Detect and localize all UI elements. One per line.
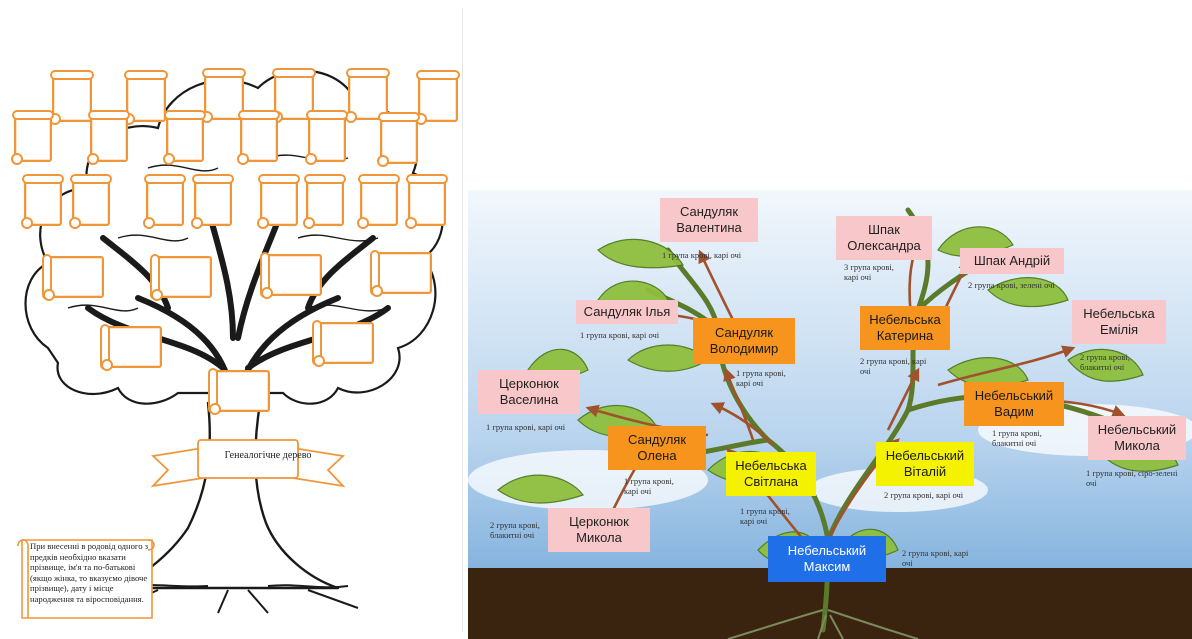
node-emiliia[interactable]: Небельська Емілія xyxy=(1072,300,1166,344)
node-olena[interactable]: Сандуляк Олена xyxy=(608,426,706,470)
node-valentyna[interactable]: Сандуляк Валентина xyxy=(660,198,758,242)
name-scroll[interactable] xyxy=(69,174,112,229)
info-mykola-ts: 2 група крові, блакитні очі xyxy=(490,520,540,540)
blank-family-tree-template: Генеалогічне дерево При внесенні в родов… xyxy=(8,8,463,632)
node-volodymyr[interactable]: Сандуляк Володимир xyxy=(693,318,795,364)
info-maksym: 2 група крові, карі очі xyxy=(902,548,969,568)
banner-title: Генеалогічне дерево xyxy=(224,450,312,461)
info-vasylyna: 1 група крові, карі очі xyxy=(486,422,566,432)
info-emiliia: 2 група крові, блакитні очі xyxy=(1080,352,1130,372)
node-vitalii[interactable]: Небельський Віталій xyxy=(876,442,974,486)
name-scroll[interactable] xyxy=(143,174,186,229)
info-olena: 1 група крові, карі очі xyxy=(624,476,674,496)
name-scroll[interactable] xyxy=(11,110,54,165)
info-valentyna: 1 група крові, карі очі xyxy=(662,250,742,260)
name-scroll[interactable] xyxy=(312,320,374,367)
name-scroll[interactable] xyxy=(303,174,346,229)
note-scroll xyxy=(17,539,155,619)
info-vitalii: 2 група крові, карі очі xyxy=(884,490,964,500)
name-scroll[interactable] xyxy=(357,174,400,229)
banner-ribbon xyxy=(150,439,346,488)
name-scroll[interactable] xyxy=(415,70,460,125)
name-scroll[interactable] xyxy=(370,250,432,297)
node-kateryna[interactable]: Небельська Катерина xyxy=(860,306,950,350)
node-andrii[interactable]: Шпак Андрій xyxy=(960,248,1064,274)
info-svitlana: 1 група крові, карі очі xyxy=(740,506,790,526)
node-vasylyna[interactable]: Церконюк Васелина xyxy=(478,370,580,414)
name-scroll[interactable] xyxy=(87,110,130,165)
node-svitlana[interactable]: Небельська Світлана xyxy=(726,452,816,496)
name-scroll[interactable] xyxy=(208,368,270,415)
info-vadym: 1 група крові, блакитні очі xyxy=(992,428,1042,448)
node-mykola-ts[interactable]: Церконюк Микола xyxy=(548,508,650,552)
name-scroll[interactable] xyxy=(201,68,246,123)
info-illia: 1 група крові, карі очі xyxy=(580,330,660,340)
filled-family-tree: Сандуляк Валентина 1 група крові, карі о… xyxy=(468,190,1192,639)
note-text: При внесенні в родовід одного з предків … xyxy=(30,541,149,604)
info-oleksandra: 3 група крові, карі очі xyxy=(844,262,894,282)
info-mykola-n: 1 група крові, сіро-зелені очі xyxy=(1086,468,1178,488)
node-maksym[interactable]: Небельський Максим xyxy=(768,536,886,582)
name-scroll[interactable] xyxy=(49,70,94,125)
info-volodymyr: 1 група крові, карі очі xyxy=(736,368,786,388)
info-andrii: 2 група крові, зелені очі xyxy=(968,280,1055,290)
name-scroll[interactable] xyxy=(260,252,322,299)
name-scroll[interactable] xyxy=(150,254,212,301)
node-illia[interactable]: Сандуляк Ілья xyxy=(576,300,678,324)
node-mykola-n[interactable]: Небельський Микола xyxy=(1088,416,1186,460)
info-kateryna: 2 група крові, карі очі xyxy=(860,356,927,376)
node-vadym[interactable]: Небельський Вадим xyxy=(964,382,1064,426)
name-scroll[interactable] xyxy=(191,174,234,229)
name-scroll[interactable] xyxy=(42,254,104,301)
name-scroll[interactable] xyxy=(377,112,420,167)
node-oleksandra[interactable]: Шпак Олександра xyxy=(836,216,932,260)
name-scroll[interactable] xyxy=(405,174,448,229)
name-scroll[interactable] xyxy=(21,174,64,229)
name-scroll[interactable] xyxy=(305,110,348,165)
name-scroll[interactable] xyxy=(257,174,300,229)
name-scroll[interactable] xyxy=(163,110,206,165)
name-scroll[interactable] xyxy=(123,70,168,125)
name-scroll[interactable] xyxy=(100,324,162,371)
name-scroll[interactable] xyxy=(237,110,280,165)
